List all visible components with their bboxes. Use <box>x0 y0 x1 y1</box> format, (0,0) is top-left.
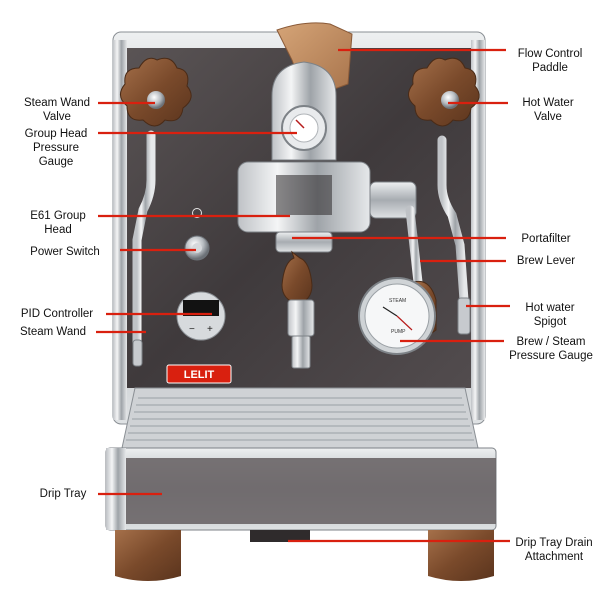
label-group-head-pressure-gauge: Group Head Pressure Gauge <box>24 128 88 168</box>
label-flow-control-paddle: Flow Control Paddle <box>517 48 583 74</box>
hot-water-valve-cap <box>441 91 459 109</box>
power-icon <box>192 208 202 218</box>
callout-lines <box>96 48 510 543</box>
label-steam-wand-valve: Steam Wand Valve <box>23 97 91 123</box>
label-hot-water-valve: Hot Water Valve <box>522 97 574 123</box>
label-brew-steam-pressure-gauge: Brew / Steam Pressure Gauge <box>509 336 593 362</box>
label-hot-water-spigot: Hot water Spigot <box>525 302 575 328</box>
label-brew-lever: Brew Lever <box>516 255 576 267</box>
label-drip-tray-drain-attachment: Drip Tray Drain Attachment <box>515 537 593 563</box>
drip-tray-drain-attachment[interactable] <box>250 530 310 542</box>
brew-steam-pressure-gauge: STEAM PUMP <box>358 277 436 355</box>
portafilter[interactable] <box>275 231 333 369</box>
brand-logo-text: LELIT <box>184 369 215 381</box>
label-power-switch: Power Switch <box>30 246 100 258</box>
gauge-pump-text: PUMP <box>391 329 406 335</box>
label-pid-controller: PID Controller <box>20 308 94 320</box>
wooden-feet <box>115 530 494 581</box>
label-portafilter: Portafilter <box>521 233 571 245</box>
steam-wand-valve[interactable] <box>120 57 192 127</box>
label-steam-wand: Steam Wand <box>19 326 87 338</box>
drip-tray[interactable] <box>105 447 497 531</box>
label-e61-group-head: E61 Group Head <box>30 210 86 236</box>
lelit-logo: LELIT <box>166 364 232 384</box>
pid-minus-button[interactable]: − <box>189 324 195 335</box>
gauge-steam-text: STEAM <box>389 298 406 304</box>
steam-wand[interactable] <box>132 130 156 367</box>
pid-controller[interactable]: − + <box>176 291 226 341</box>
pid-plus-button[interactable]: + <box>207 324 213 335</box>
group-head-pressure-gauge <box>281 105 327 151</box>
drip-tray-grate <box>121 387 479 449</box>
steam-valve-cap <box>147 91 165 109</box>
hot-water-valve[interactable] <box>408 57 480 127</box>
label-drip-tray: Drip Tray <box>39 488 87 500</box>
power-switch[interactable] <box>184 235 210 261</box>
